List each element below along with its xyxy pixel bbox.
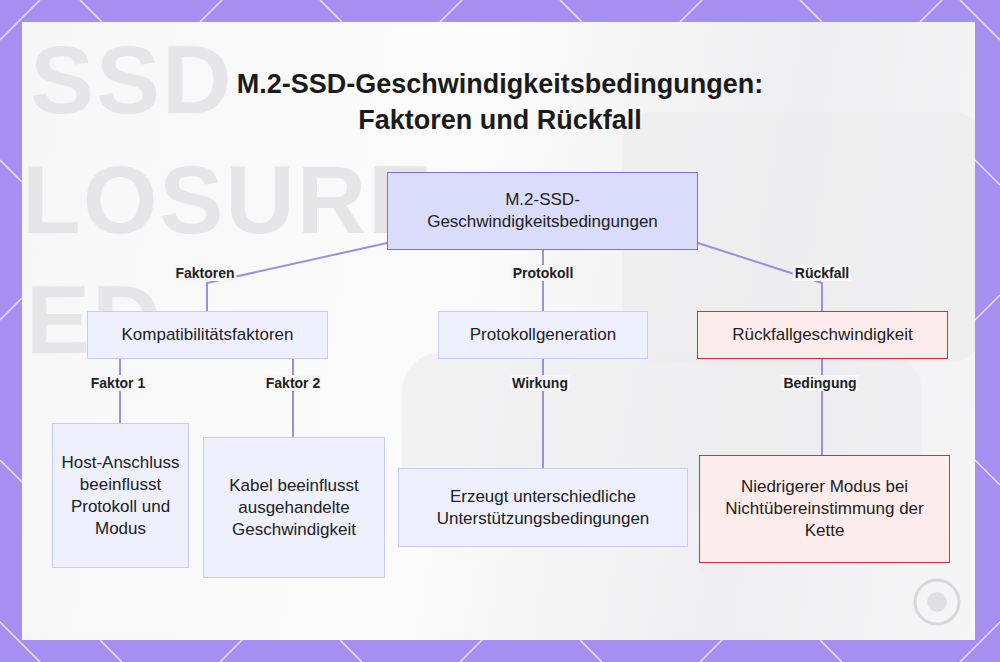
root-box: M.2-SSD-Geschwindigkeitsbedingungen bbox=[387, 172, 698, 250]
node-text: Rückfallgeschwindigkeit bbox=[732, 324, 912, 346]
watermark-text: SSD bbox=[30, 32, 233, 128]
connector-line bbox=[821, 359, 823, 455]
detail-box: Erzeugt unterschiedliche Unterstützungsb… bbox=[398, 468, 688, 547]
connector-line bbox=[119, 359, 121, 423]
watermark-text: LOSURE bbox=[22, 152, 434, 248]
node-text: Erzeugt unterschiedliche Unterstützungsb… bbox=[407, 486, 679, 530]
edge-label: Faktor 1 bbox=[89, 375, 147, 391]
category-box: Kompatibilitätsfaktoren bbox=[87, 311, 328, 359]
detail-box: Host-Anschluss beeinflusst Protokoll und… bbox=[52, 423, 189, 568]
node-text: Kompatibilitätsfaktoren bbox=[122, 324, 294, 346]
node-text: M.2-SSD-Geschwindigkeitsbedingungen bbox=[396, 189, 689, 233]
connector-line bbox=[292, 359, 294, 437]
edge-label: Wirkung bbox=[510, 375, 570, 391]
edge-label: Bedingung bbox=[781, 375, 858, 391]
detail-box: Kabel beeinflusst ausgehandelte Geschwin… bbox=[203, 437, 385, 578]
diagram-title: M.2-SSD-Geschwindigkeitsbedingungen: Fak… bbox=[190, 66, 810, 138]
fallback-box: Rückfallgeschwindigkeit bbox=[697, 311, 948, 359]
category-box: Protokollgeneration bbox=[438, 311, 648, 359]
edge-label: Protokoll bbox=[511, 265, 576, 281]
node-text: Niedrigerer Modus bei Nichtübereinstimmu… bbox=[708, 476, 941, 542]
node-text: Protokollgeneration bbox=[470, 324, 616, 346]
edge-label: Rückfall bbox=[793, 265, 851, 281]
condition-box: Niedrigerer Modus bei Nichtübereinstimmu… bbox=[699, 455, 950, 563]
edge-label: Faktoren bbox=[173, 265, 236, 281]
node-text: Kabel beeinflusst ausgehandelte Geschwin… bbox=[212, 475, 376, 541]
node-text: Host-Anschluss beeinflusst Protokoll und… bbox=[61, 452, 180, 540]
edge-label: Faktor 2 bbox=[264, 375, 322, 391]
